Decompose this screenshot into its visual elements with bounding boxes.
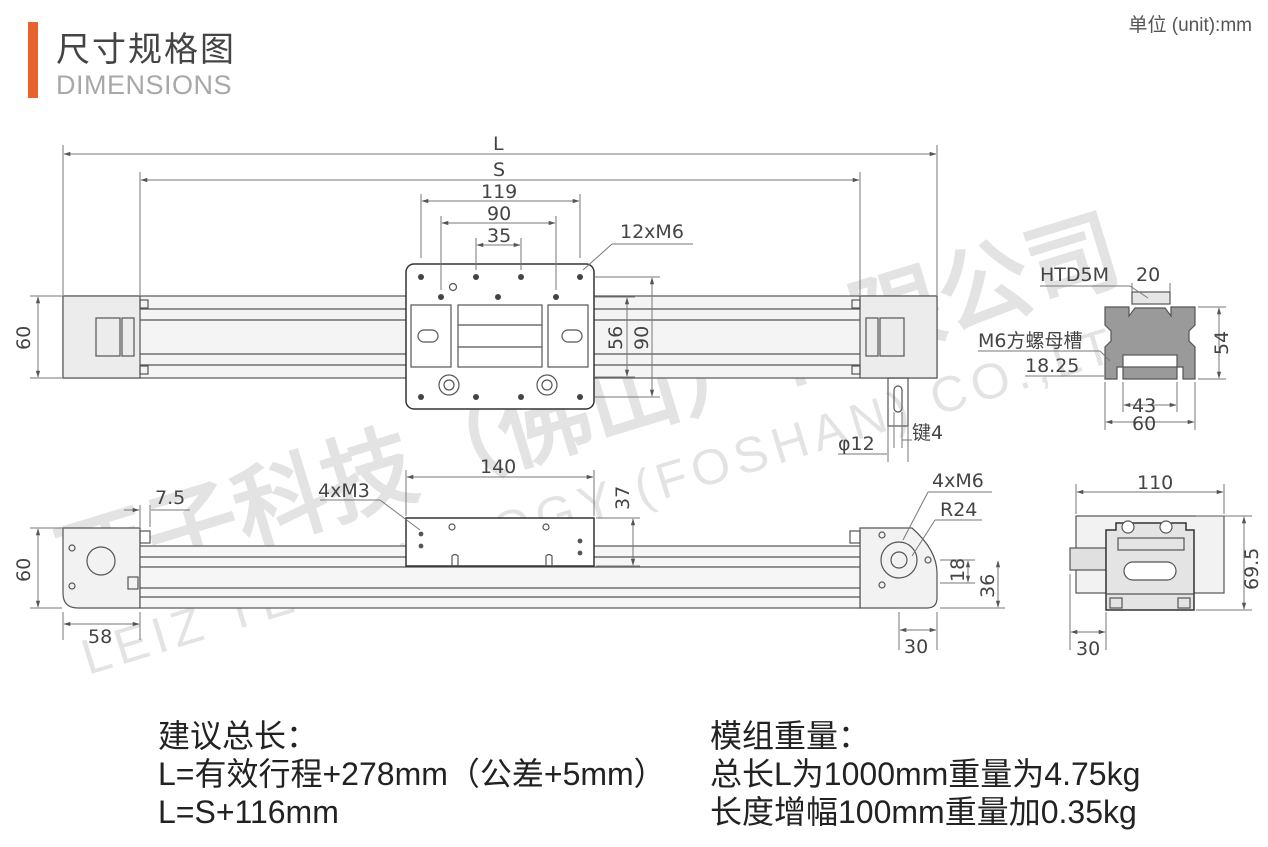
label-30-side: 30 — [904, 636, 928, 658]
label-140: 140 — [480, 456, 516, 478]
label-4xM3: 4xM3 — [318, 480, 370, 502]
label-shaft-dia: φ12 — [838, 433, 875, 455]
label-4xM6: 4xM6 — [932, 470, 984, 492]
end-view — [1069, 515, 1225, 611]
label-htd5m: HTD5M — [1040, 264, 1109, 286]
label-60-section: 60 — [1132, 413, 1156, 435]
watermark: 西子科技（佛山）有限公司 LEIZ TECHNOLOGY (FOSHAN) CO… — [45, 196, 1184, 686]
label-60-side: 60 — [13, 558, 35, 582]
header-accent-bar — [28, 22, 38, 98]
length-formula-2: L=S+116mm — [158, 794, 339, 830]
label-nut-slot: M6方螺母槽 — [978, 330, 1082, 352]
unit-note: 单位 (unit):mm — [1128, 15, 1252, 36]
label-90-top: 90 — [487, 203, 511, 225]
label-43: 43 — [1132, 395, 1156, 417]
label-35: 35 — [487, 225, 511, 247]
side-view — [62, 517, 938, 609]
label-36: 36 — [977, 574, 999, 598]
weight-note-1: 总长L为1000mm重量为4.75kg — [710, 756, 1141, 792]
top-view-dimensions — [30, 145, 938, 462]
label-37: 37 — [612, 486, 634, 510]
side-view-labels: 7.5 4xM3 140 37 60 58 4xM6 R24 18 36 30 — [13, 456, 999, 658]
label-L: L — [493, 133, 504, 155]
label-69-5: 69.5 — [1241, 548, 1263, 590]
label-30-end: 30 — [1076, 638, 1100, 660]
label-56: 56 — [605, 326, 627, 350]
length-formula-1: L=有效行程+278mm（公差+5mm） — [158, 756, 666, 792]
label-18: 18 — [947, 558, 969, 582]
label-key: 键4 — [912, 422, 943, 444]
section-view-dimensions — [978, 283, 1226, 430]
label-7-5: 7.5 — [155, 487, 185, 509]
label-12xM6: 12xM6 — [620, 221, 684, 243]
label-S: S — [493, 159, 505, 181]
length-notes-title: 建议总长： — [158, 718, 319, 754]
weight-notes: 模组重量： 总长L为1000mm重量为4.75kg 长度增幅100mm重量加0.… — [710, 717, 1140, 831]
label-119: 119 — [481, 181, 517, 203]
side-view-dimensions — [30, 470, 1005, 650]
length-notes: 建议总长： L=有效行程+278mm（公差+5mm） L=S+116mm — [158, 717, 666, 831]
label-belt-20: 20 — [1136, 264, 1160, 286]
label-58: 58 — [88, 626, 112, 648]
top-view-labels: L S 119 90 35 12xM6 60 56 90 φ12 键4 — [13, 133, 943, 455]
end-view-labels: 110 69.5 30 — [1076, 472, 1263, 660]
weight-notes-title: 模组重量： — [710, 718, 871, 754]
label-90-right: 90 — [631, 326, 653, 350]
label-110: 110 — [1137, 472, 1173, 494]
label-54: 54 — [1211, 331, 1233, 355]
end-view-dimensions — [1069, 484, 1252, 650]
section-view — [1104, 291, 1196, 380]
top-view — [62, 263, 938, 427]
label-18-25: 18.25 — [1025, 355, 1079, 377]
label-60-top: 60 — [13, 326, 35, 350]
label-R24: R24 — [940, 499, 977, 521]
page-subtitle: DIMENSIONS — [56, 70, 233, 100]
page-title: 尺寸规格图 — [56, 30, 236, 70]
section-view-labels: HTD5M 20 M6方螺母槽 18.25 54 43 60 — [978, 264, 1233, 435]
weight-note-2: 长度增幅100mm重量加0.35kg — [710, 794, 1137, 830]
